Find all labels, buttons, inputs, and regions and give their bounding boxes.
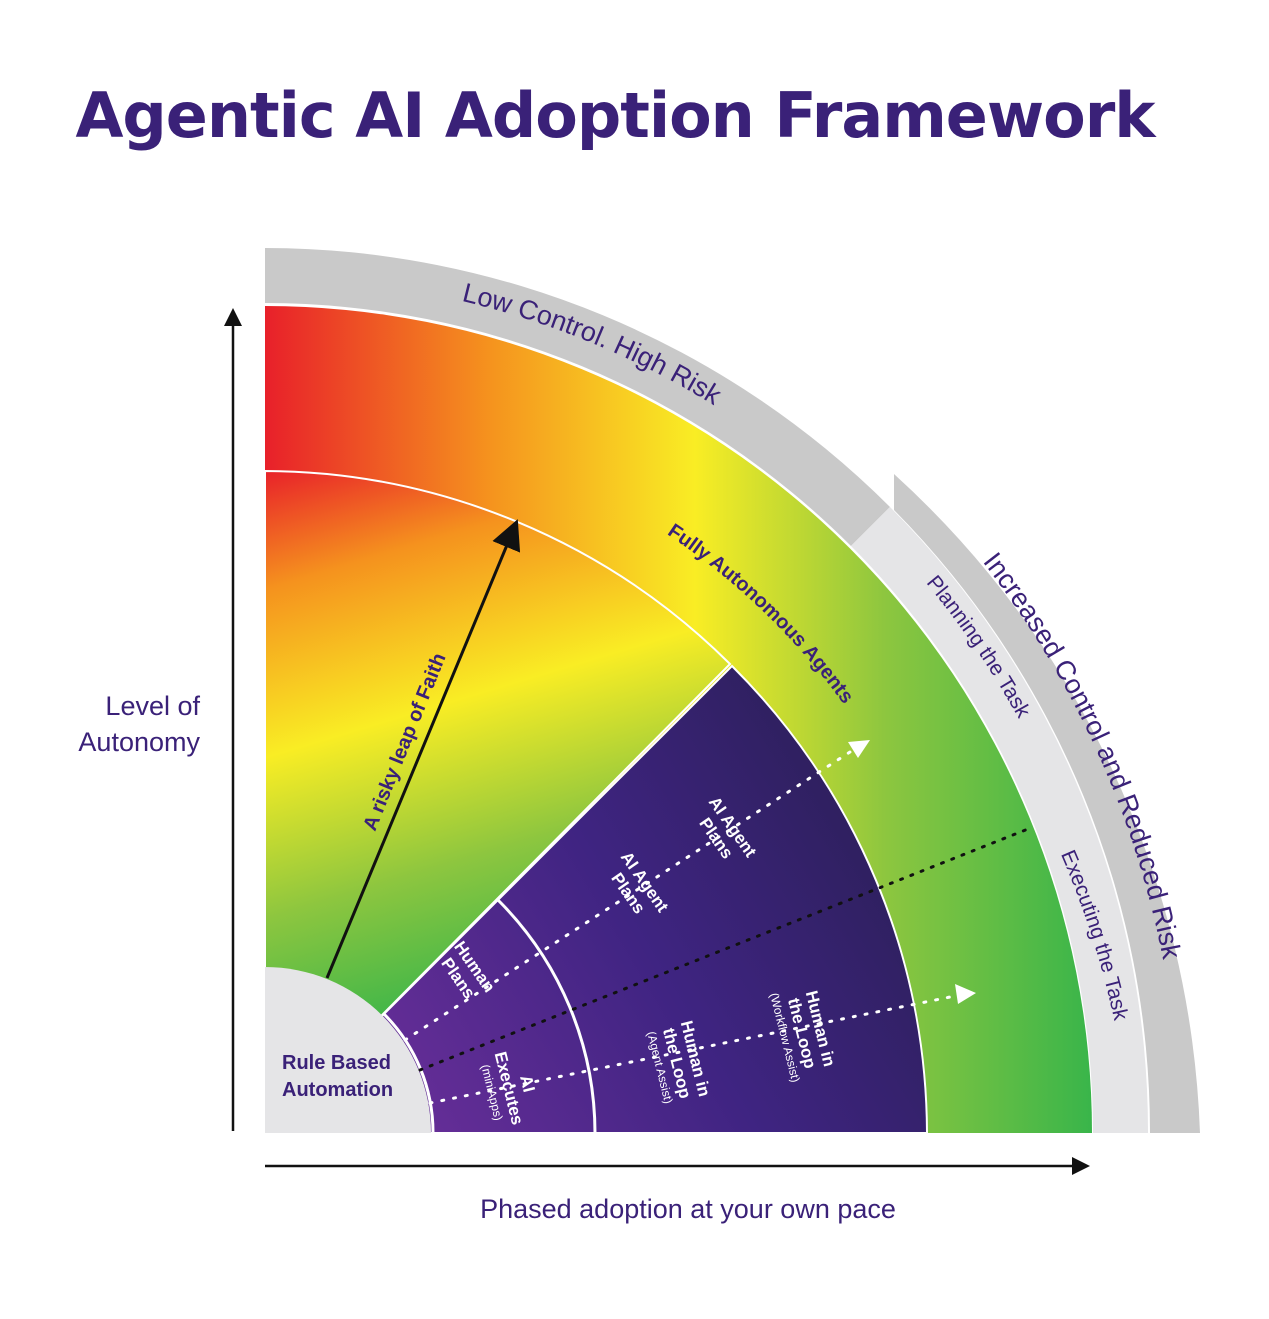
dotted-arrow-executing-head [955,984,976,1004]
band-planning-executing [851,507,1149,1133]
ai-executes-line1: AI [516,1073,539,1094]
stage-hitl-agent-assist: Human in the Loop (Agent Assist) [644,1019,714,1105]
core-label-line1: Rule Based [282,1052,391,1074]
dotted-line-divider [418,825,1035,1072]
rule-based-core [265,967,431,1133]
y-axis-label-line1: Level of [105,691,200,721]
band-low-control [265,248,890,546]
core-label-line2: Automation [282,1079,393,1101]
dotted-arrow-planning [403,750,852,1042]
y-axis-label-line2: Autonomy [78,727,200,757]
page-title: Agentic AI Adoption Framework [75,79,1157,152]
x-axis-arrowhead [1072,1157,1090,1175]
risky-leap-arrow [325,519,521,979]
purple-sector [262,664,929,1134]
y-axis-arrowhead [224,308,242,326]
stage-arc-mid [496,898,597,1134]
dotted-arrow-executing [428,994,957,1105]
band-increased-control [894,474,1200,1133]
x-axis-label: Phased adoption at your own pace [480,1194,896,1224]
dotted-arrow-planning-head [848,740,870,758]
